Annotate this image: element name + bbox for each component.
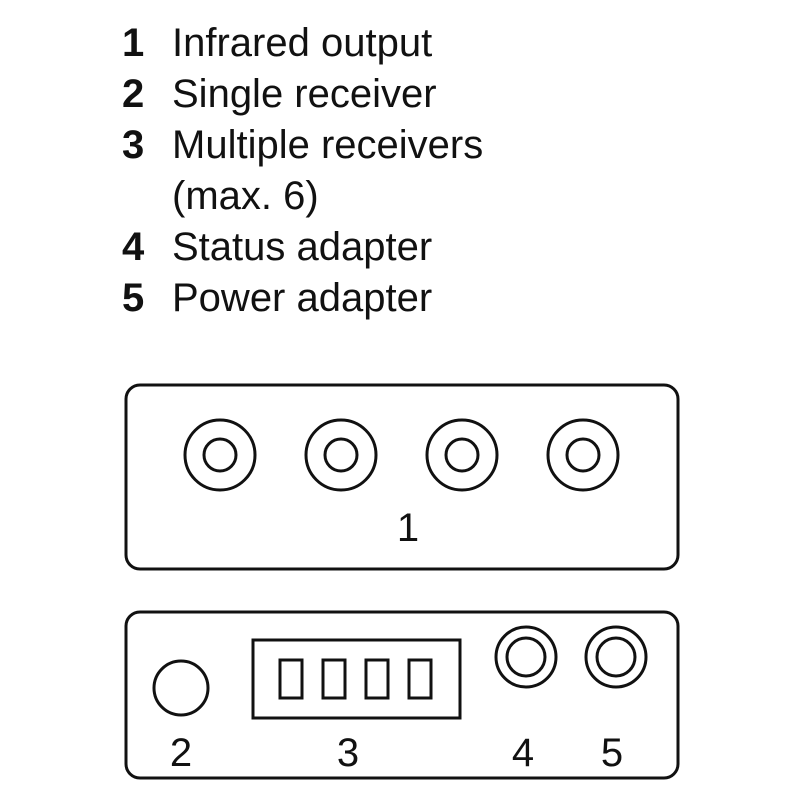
infrared-output-label: 1 (397, 506, 419, 550)
status-adapter-label: 4 (512, 731, 534, 775)
legend-label: Multiple receivers (max. 6) (172, 123, 484, 218)
legend-label: Infrared output (172, 21, 433, 65)
top-panel-frame (124, 383, 680, 571)
ir-jack-3 (425, 418, 499, 492)
legend-label: Status adapter (172, 225, 433, 269)
multi-port-slot (364, 658, 390, 700)
single-receiver-label: 2 (170, 731, 192, 775)
legend-number: 4 (122, 225, 145, 269)
legend-number: 5 (122, 276, 145, 320)
legend: 1 Infrared output 2 Single receiver 3 Mu… (122, 18, 483, 324)
bottom-panel-frame (124, 610, 680, 780)
status-adapter-jack (494, 625, 558, 689)
receiver-panel: 2 3 4 5 (124, 610, 680, 780)
multi-port-slot (407, 658, 433, 700)
single-receiver-port (152, 659, 210, 717)
legend-item-1: 1 Infrared output (122, 18, 483, 69)
jack-outer-ring (183, 418, 257, 492)
jack-inner-ring (323, 437, 359, 473)
power-adapter-jack (584, 625, 648, 689)
infrared-output-panel: 1 (124, 383, 680, 571)
legend-item-3: 3 Multiple receivers (max. 6) (122, 120, 483, 222)
ir-jack-4 (546, 418, 620, 492)
legend-number: 2 (122, 72, 145, 116)
legend-item-4: 4 Status adapter (122, 222, 483, 273)
legend-item-5: 5 Power adapter (122, 273, 483, 324)
legend-label: Power adapter (172, 276, 433, 320)
legend-label: Single receiver (172, 72, 437, 116)
jack-inner-ring (202, 437, 238, 473)
power-adapter-label: 5 (601, 731, 623, 775)
legend-item-2: 2 Single receiver (122, 69, 483, 120)
legend-number: 3 (122, 123, 145, 167)
jack-outer-ring (546, 418, 620, 492)
multi-port-slot (321, 658, 347, 700)
jack-outer-ring (425, 418, 499, 492)
jack-inner-ring (565, 437, 601, 473)
multi-port-housing (251, 638, 462, 720)
legend-number: 1 (122, 21, 145, 65)
ir-jack-1 (183, 418, 257, 492)
jack-inner-ring (505, 636, 547, 678)
ir-jack-2 (304, 418, 378, 492)
jack-outer-ring (494, 625, 558, 689)
jack-inner-ring (444, 437, 480, 473)
jack-outer-ring (304, 418, 378, 492)
multi-port-slot (278, 658, 304, 700)
multiple-receivers-label: 3 (337, 731, 359, 775)
jack-outer-ring (584, 625, 648, 689)
jack-inner-ring (595, 636, 637, 678)
multiple-receivers-port (251, 638, 462, 720)
